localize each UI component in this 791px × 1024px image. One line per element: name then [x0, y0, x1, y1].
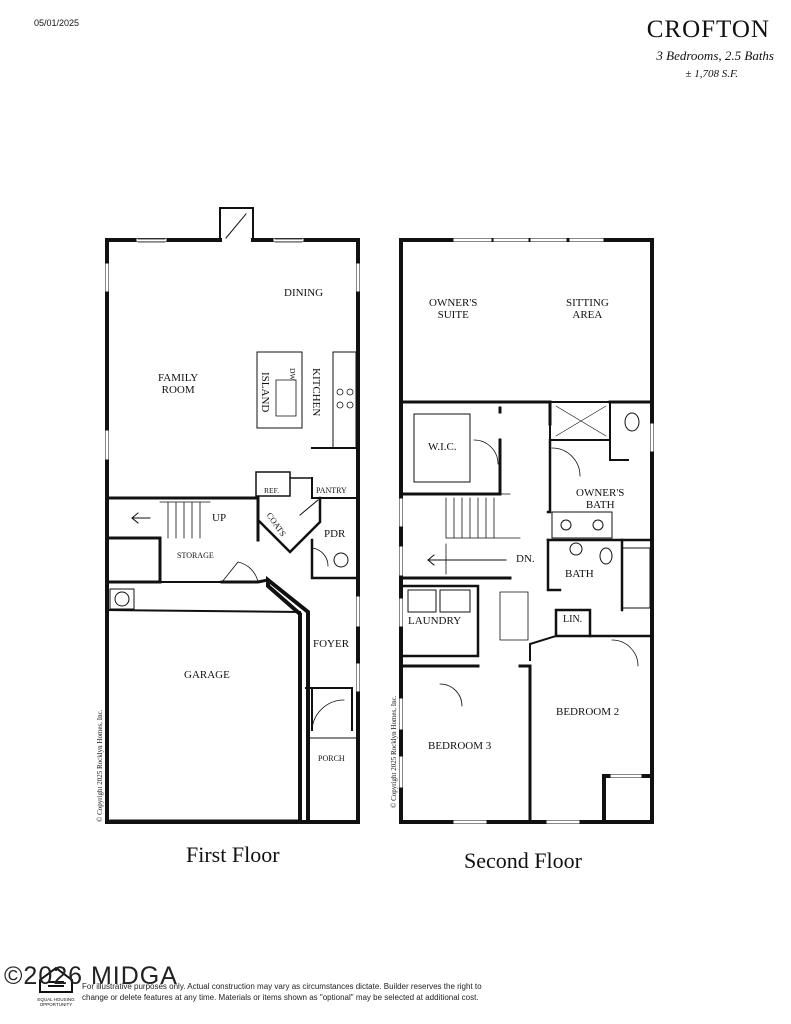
dishwasher-label: DW — [288, 368, 297, 381]
second-floor-label: Second Floor — [464, 848, 582, 873]
room-porch: PORCH — [318, 754, 345, 763]
disclaimer-line-2: change or delete features at any time. M… — [82, 993, 479, 1002]
room-bath: BATH — [565, 568, 594, 580]
room-kitchen: KITCHEN — [310, 368, 322, 417]
plan-square-feet: ± 1,708 S.F. — [685, 68, 738, 80]
room-bedroom-3: BEDROOM 3 — [428, 740, 492, 752]
room-family-room: FAMILY ROOM — [158, 372, 199, 396]
room-owners-bath: OWNER'S BATH — [576, 487, 625, 511]
room-pantry: PANTRY — [316, 486, 347, 495]
second-floor-copyright: © Copyright 2025 Rocklyn Homes, Inc. — [390, 695, 398, 808]
stairs-down-label: DN. — [516, 553, 535, 565]
refrigerator-label: REF. — [264, 486, 280, 495]
room-wic: W.I.C. — [428, 441, 457, 453]
room-island: ISLAND — [259, 372, 271, 413]
plan-beds-baths: 3 Bedrooms, 2.5 Baths — [656, 48, 774, 63]
watermark: ©2026 MIDGA — [4, 962, 178, 990]
room-storage: STORAGE — [177, 551, 214, 560]
first-floor-walls — [105, 207, 360, 824]
room-owners-suite: OWNER'S SUITE — [429, 297, 478, 321]
room-laundry: LAUNDRY — [408, 615, 462, 627]
disclaimer: For illustrative purposes only. Actual c… — [82, 981, 482, 1003]
disclaimer-line-1: For illustrative purposes only. Actual c… — [82, 982, 482, 991]
room-pdr: PDR — [324, 528, 346, 540]
room-foyer: FOYER — [313, 638, 350, 650]
plan-date: 05/01/2025 — [34, 18, 80, 28]
first-floor-copyright: © Copyright 2025 Rocklyn Homes, Inc. — [96, 709, 104, 822]
first-floor-label: First Floor — [186, 842, 280, 867]
room-dining: DINING — [284, 287, 324, 299]
room-sitting-area: SITTING AREA — [566, 297, 609, 321]
plan-name: CROFTON — [646, 16, 770, 43]
stairs-up-label: UP — [212, 512, 227, 524]
equal-housing-label: EQUAL HOUSING OPPORTUNITY — [37, 997, 75, 1007]
second-floor-walls — [399, 238, 654, 824]
room-linen: LIN. — [563, 614, 583, 625]
room-bedroom-2: BEDROOM 2 — [556, 706, 620, 718]
equal-housing-icon — [39, 966, 73, 993]
room-garage: GARAGE — [184, 669, 230, 681]
